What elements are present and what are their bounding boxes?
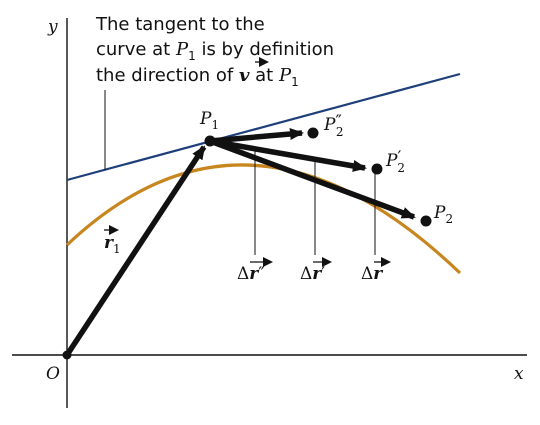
point-p1 [204,135,216,147]
caption-line-3: the direction of v at P1 [96,65,299,89]
x-axis-label: x [514,364,524,384]
dr-double-prime-label: Δr″ [237,264,265,284]
p2-label: P2 [433,203,453,226]
point-p2-prime [371,163,383,175]
caption-line-2: curve at P1 is by definition [96,39,334,63]
dr-prime-label: Δr′ [300,264,325,284]
y-axis-label: y [47,17,58,37]
p2-prime-label: P′2 [385,148,405,175]
dr-label: Δr [361,264,383,284]
point-p2 [420,215,432,227]
point-p2-double-prime [307,127,319,139]
trajectory-curve [65,163,462,275]
caption-line-1: The tangent to the [95,14,265,35]
p1-label: P1 [199,109,219,132]
r1-vector [64,145,207,357]
origin-label: O [46,364,60,384]
tangent-line [66,72,461,182]
p2-double-prime-label: P″2 [323,112,343,139]
dr-prime-vector [209,138,367,172]
r1-label: r1 [104,233,121,256]
dr-double-prime-vector [209,128,304,144]
point-origin [62,350,72,360]
dr-vector [209,138,416,220]
